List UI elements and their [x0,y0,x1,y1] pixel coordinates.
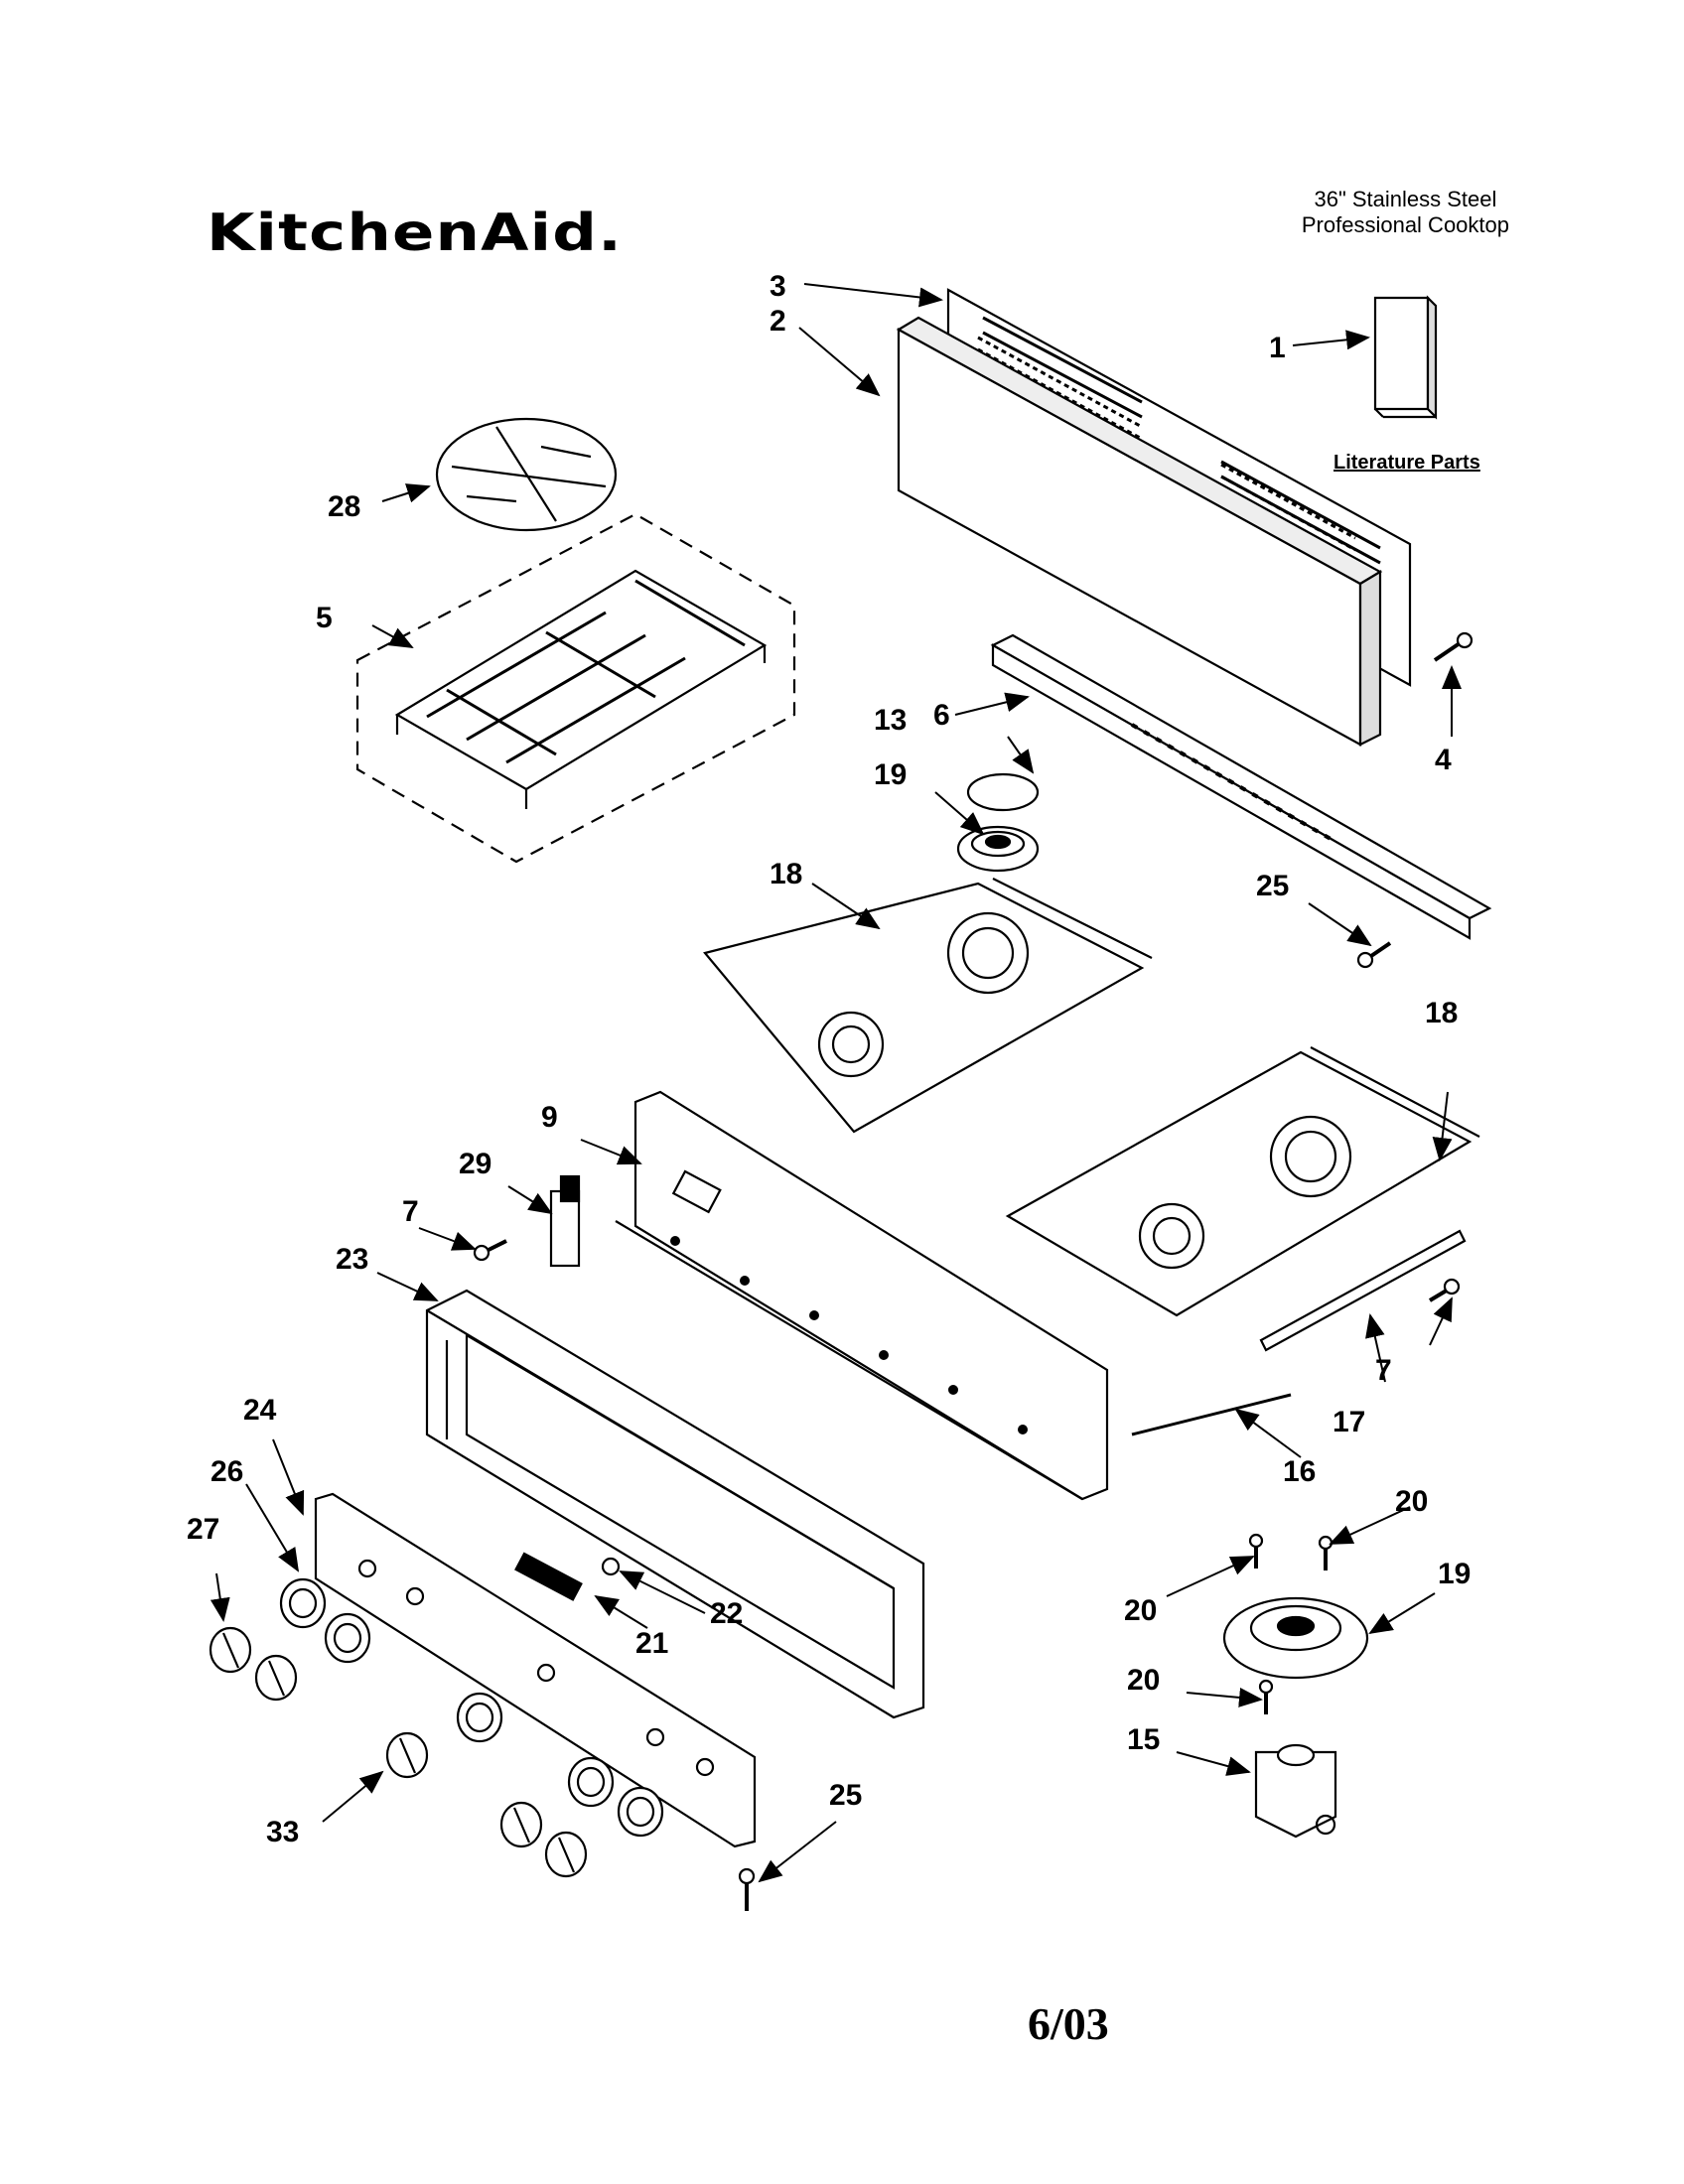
callout-28: 28 [328,490,360,523]
gas-valve [1254,1743,1337,1839]
callout-15: 15 [1127,1723,1160,1756]
brand-logo: KitchenAid. [207,204,623,263]
callout-26: 26 [210,1455,243,1488]
callout-13: 13 [874,704,907,737]
screw [1318,1535,1333,1570]
knob-bezel [456,1692,503,1743]
literature-book [1373,295,1438,420]
spark-module [549,1174,581,1268]
callout-22: 22 [710,1597,743,1630]
control-label [514,1552,583,1601]
callout-19: 19 [1438,1558,1471,1590]
callout-7: 7 [402,1195,419,1228]
callout-20: 20 [1127,1664,1160,1697]
callout-19: 19 [874,758,907,791]
knob-bezel [567,1756,615,1808]
burner-box [615,1090,1109,1501]
knob-bezel [617,1786,664,1838]
callout-9: 9 [541,1101,558,1134]
control-knob [499,1801,543,1848]
control-panel-housing [425,1289,925,1719]
callout-6: 6 [933,699,950,732]
callout-18: 18 [1425,997,1458,1029]
burner-tray-right [1005,1046,1480,1317]
grate-assembly [355,512,796,864]
callout-16: 16 [1283,1455,1316,1488]
callout-17: 17 [1333,1406,1365,1438]
control-knob [254,1654,298,1702]
screw [1258,1679,1274,1714]
callout-20: 20 [1124,1594,1157,1627]
callout-24: 24 [243,1394,277,1427]
screw [1433,631,1474,662]
callout-25: 25 [829,1779,862,1812]
knob-bezel [279,1577,327,1629]
control-knob [209,1626,252,1674]
callout-4: 4 [1435,744,1452,776]
control-panel-fascia [314,1492,757,1848]
callout-27: 27 [187,1513,219,1546]
callout-21: 21 [635,1627,668,1660]
callout-25: 25 [1256,870,1289,902]
callout-1: 1 [1269,332,1286,364]
title-line-1: 36" Stainless Steel [1314,187,1497,211]
control-knob [385,1731,429,1779]
trim-strip [1131,1229,1467,1436]
screw [473,1239,507,1262]
callout-18: 18 [770,858,802,890]
burner-cap [966,772,1040,812]
callout-33: 33 [266,1816,299,1848]
screw [1248,1533,1264,1569]
callout-20: 20 [1395,1485,1428,1518]
burner-base [1222,1596,1369,1680]
callout-2: 2 [770,305,786,338]
screw [1428,1278,1461,1302]
revision-date: 6/03 [1028,1998,1109,2049]
literature-parts-label: Literature Parts [1333,452,1480,474]
knob-bezel [324,1612,371,1664]
screw [738,1867,756,1911]
callout-23: 23 [336,1243,368,1276]
title-line-2: Professional Cooktop [1301,212,1509,237]
callout-29: 29 [459,1148,491,1180]
griddle-cover [435,417,618,532]
backguard-front-panel [896,316,1383,747]
callout-5: 5 [316,602,333,634]
diagram-title: 36" Stainless Steel Professional Cooktop [1302,187,1509,238]
control-knob [544,1831,588,1878]
screw [1356,941,1392,969]
manifold-rail [990,633,1492,940]
leader-arrows [210,283,1462,1883]
callout-7: 7 [1375,1354,1392,1387]
nut [601,1557,621,1576]
callout-3: 3 [770,270,786,303]
burner-base [956,825,1040,873]
burner-tray-left [703,878,1153,1134]
